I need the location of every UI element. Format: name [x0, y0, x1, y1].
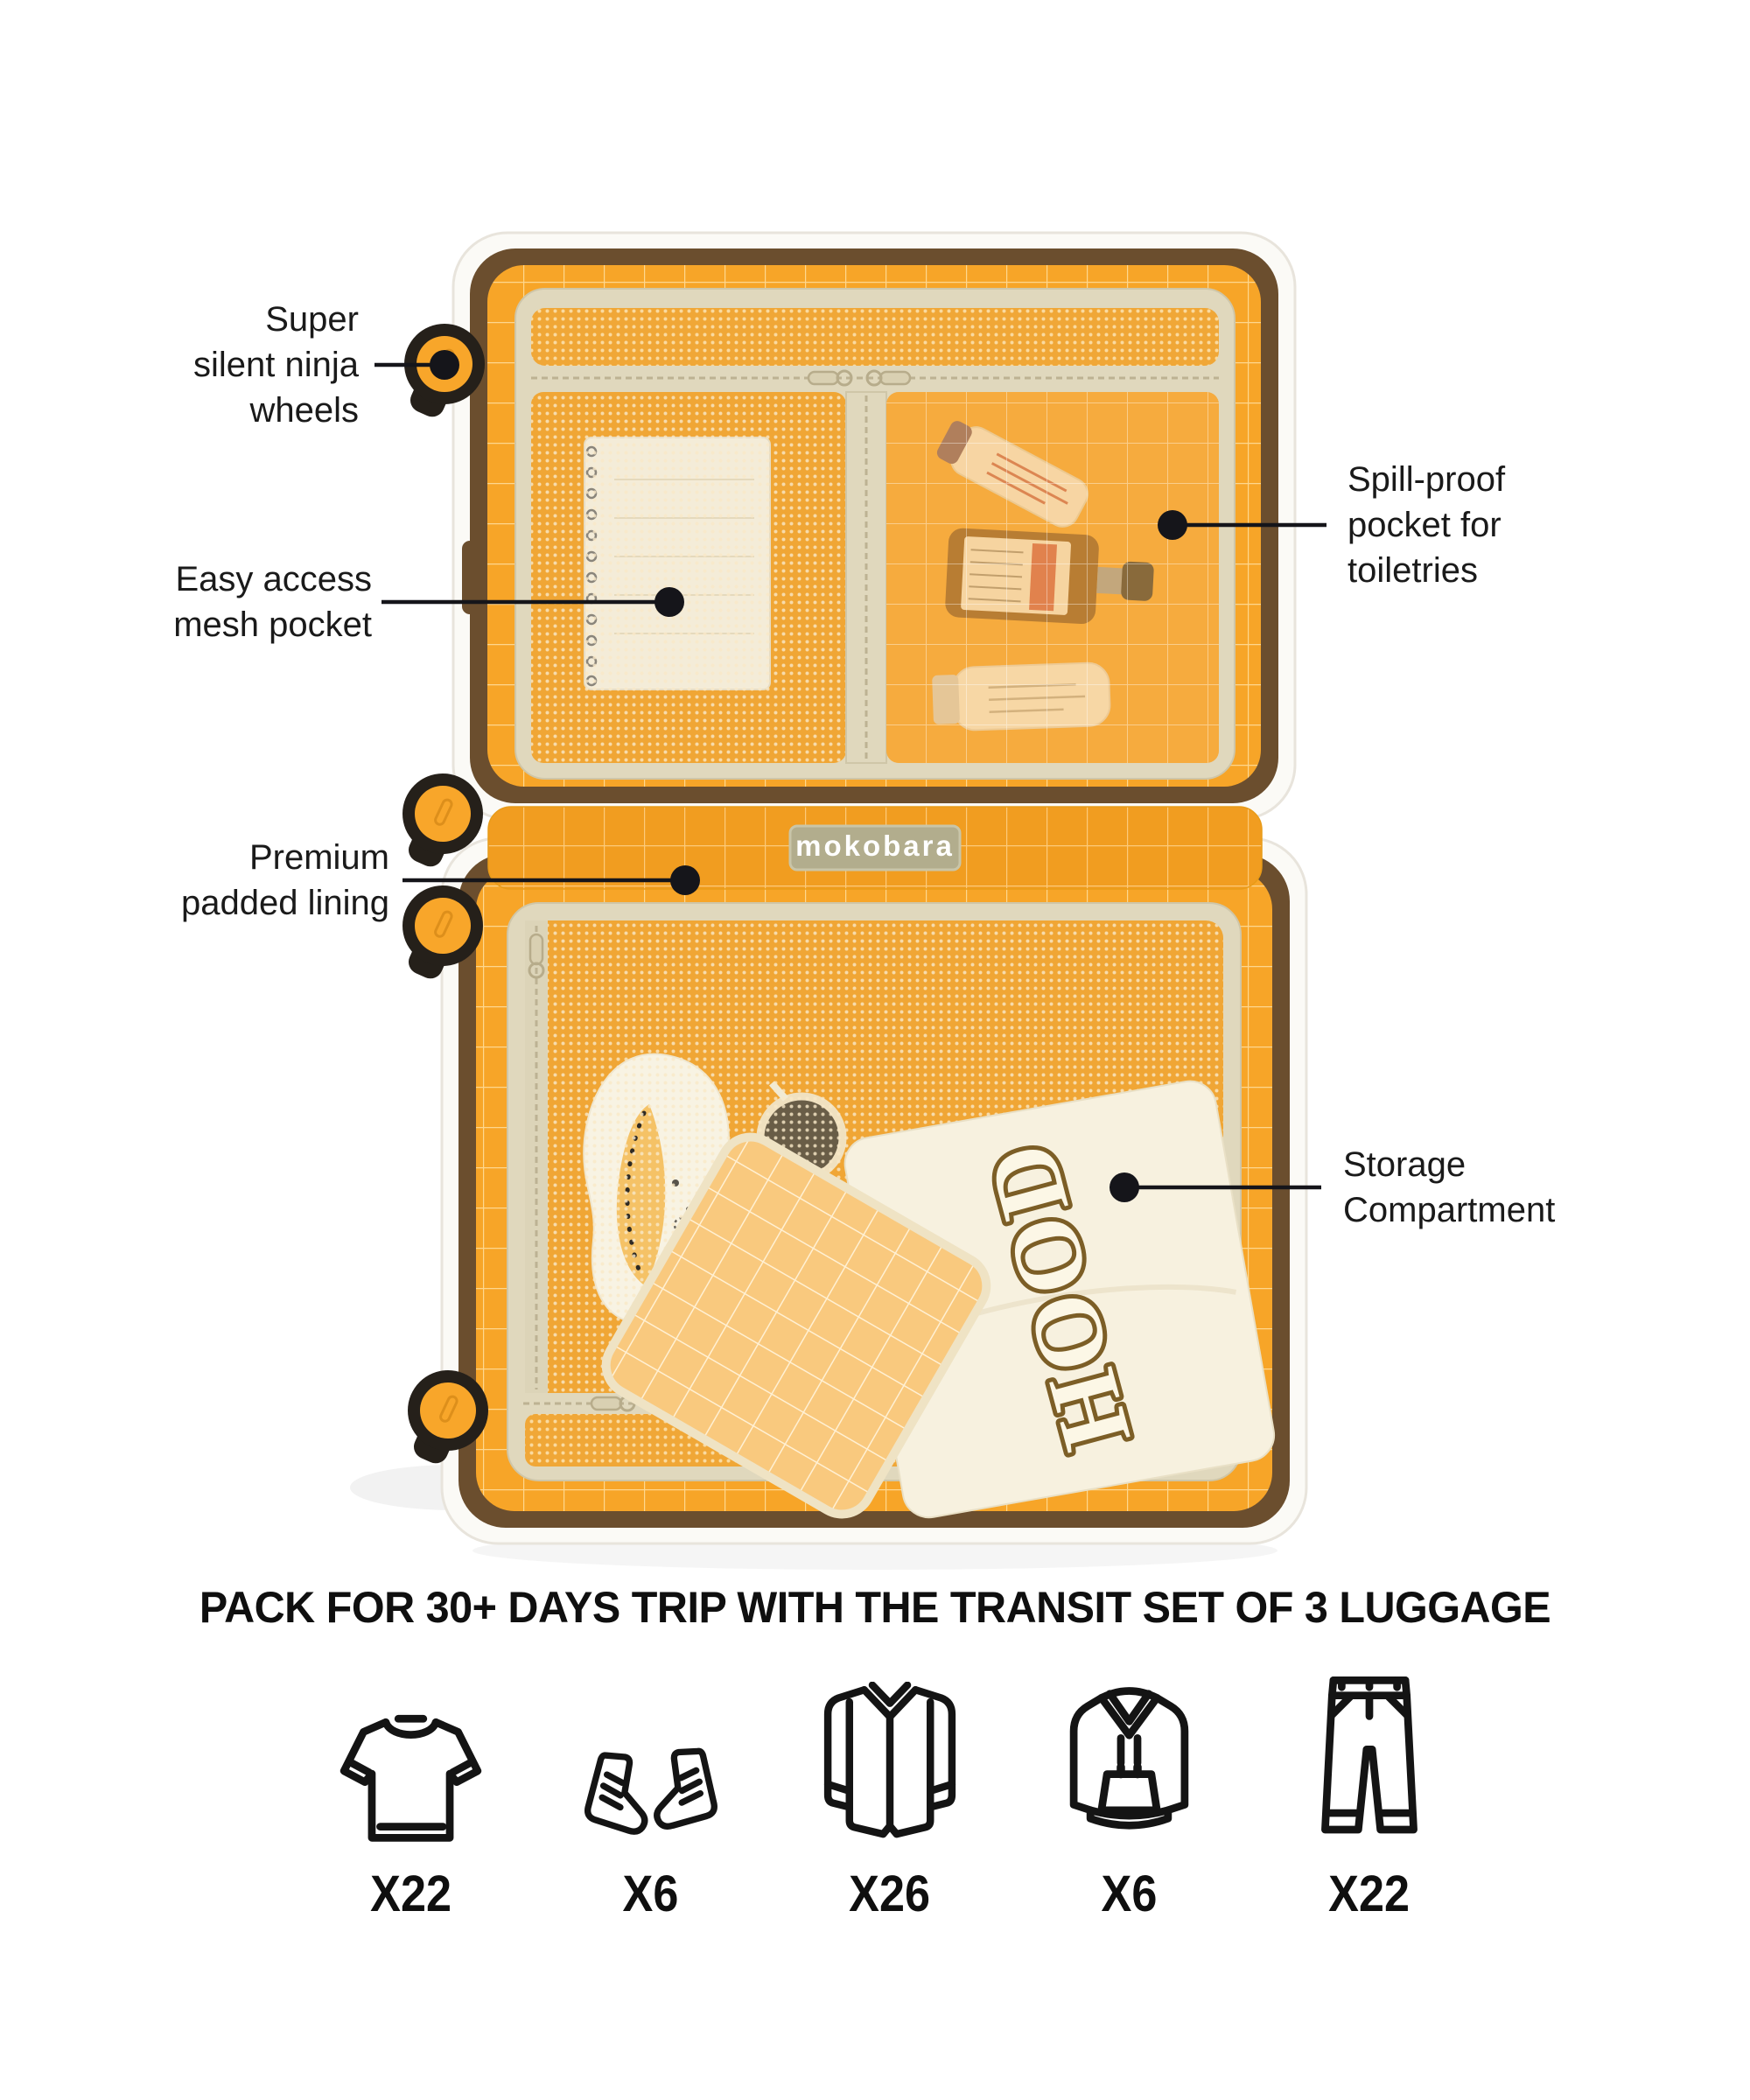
brand-patch	[788, 824, 962, 872]
shirt-icon	[823, 1682, 956, 1838]
callout-label-storage: Storage Compartment	[1343, 1145, 1556, 1229]
callout-dot-storage	[1110, 1172, 1139, 1202]
pack-count: X26	[849, 1866, 931, 1922]
packing-items-row: X22 X6	[308, 1676, 1472, 1920]
suitcase-top-half	[452, 231, 1297, 821]
callout-dot-wheels	[430, 350, 459, 380]
pack-item-shirt: X26	[788, 1682, 993, 1920]
pack-item-pants: X22	[1266, 1675, 1472, 1920]
pack-item-hoodie: X6	[1026, 1683, 1232, 1920]
padded-divider: mokobara	[487, 806, 1263, 890]
callout-dot-padded-lining	[670, 865, 700, 895]
mesh-strip	[531, 308, 1219, 366]
pack-count: X6	[1101, 1866, 1158, 1922]
hoodie-icon	[1070, 1687, 1189, 1830]
zipper-tape	[526, 369, 1224, 387]
callout-label-mesh-pocket: Easy access mesh pocket	[173, 560, 372, 644]
side-handle	[462, 541, 478, 614]
brand-patch-label: mokobara	[795, 830, 955, 862]
callout-dot-mesh-pocket	[654, 587, 684, 617]
suitcase-bottom-half: HOOD	[440, 836, 1308, 1545]
pack-item-sneakers: X6	[548, 1740, 753, 1920]
callout-label-wheels: Super silent ninja wheels	[192, 300, 359, 430]
pack-count: X6	[622, 1866, 679, 1922]
pack-item-tshirt: X22	[308, 1712, 514, 1920]
storage-flap	[601, 1132, 991, 1519]
toiletries-pocket	[886, 392, 1219, 763]
mesh-pocket	[531, 392, 846, 763]
pack-count: X22	[370, 1866, 452, 1922]
callout-label-padded-lining: Premium padded lining	[181, 838, 389, 922]
callout-lines	[374, 362, 1326, 1190]
tshirt-icon	[340, 1714, 482, 1842]
packing-title: PACK FOR 30+ DAYS TRIP WITH THE TRANSIT …	[199, 1583, 1551, 1632]
callout-dots	[430, 350, 1187, 1202]
callout-dot-spill-pocket	[1158, 510, 1187, 540]
callout-label-spill-pocket: Spill-proof pocket for toiletries	[1348, 460, 1506, 590]
pack-count: X22	[1328, 1866, 1410, 1922]
pants-icon	[1320, 1676, 1418, 1834]
sneakers-icon	[584, 1747, 718, 1835]
